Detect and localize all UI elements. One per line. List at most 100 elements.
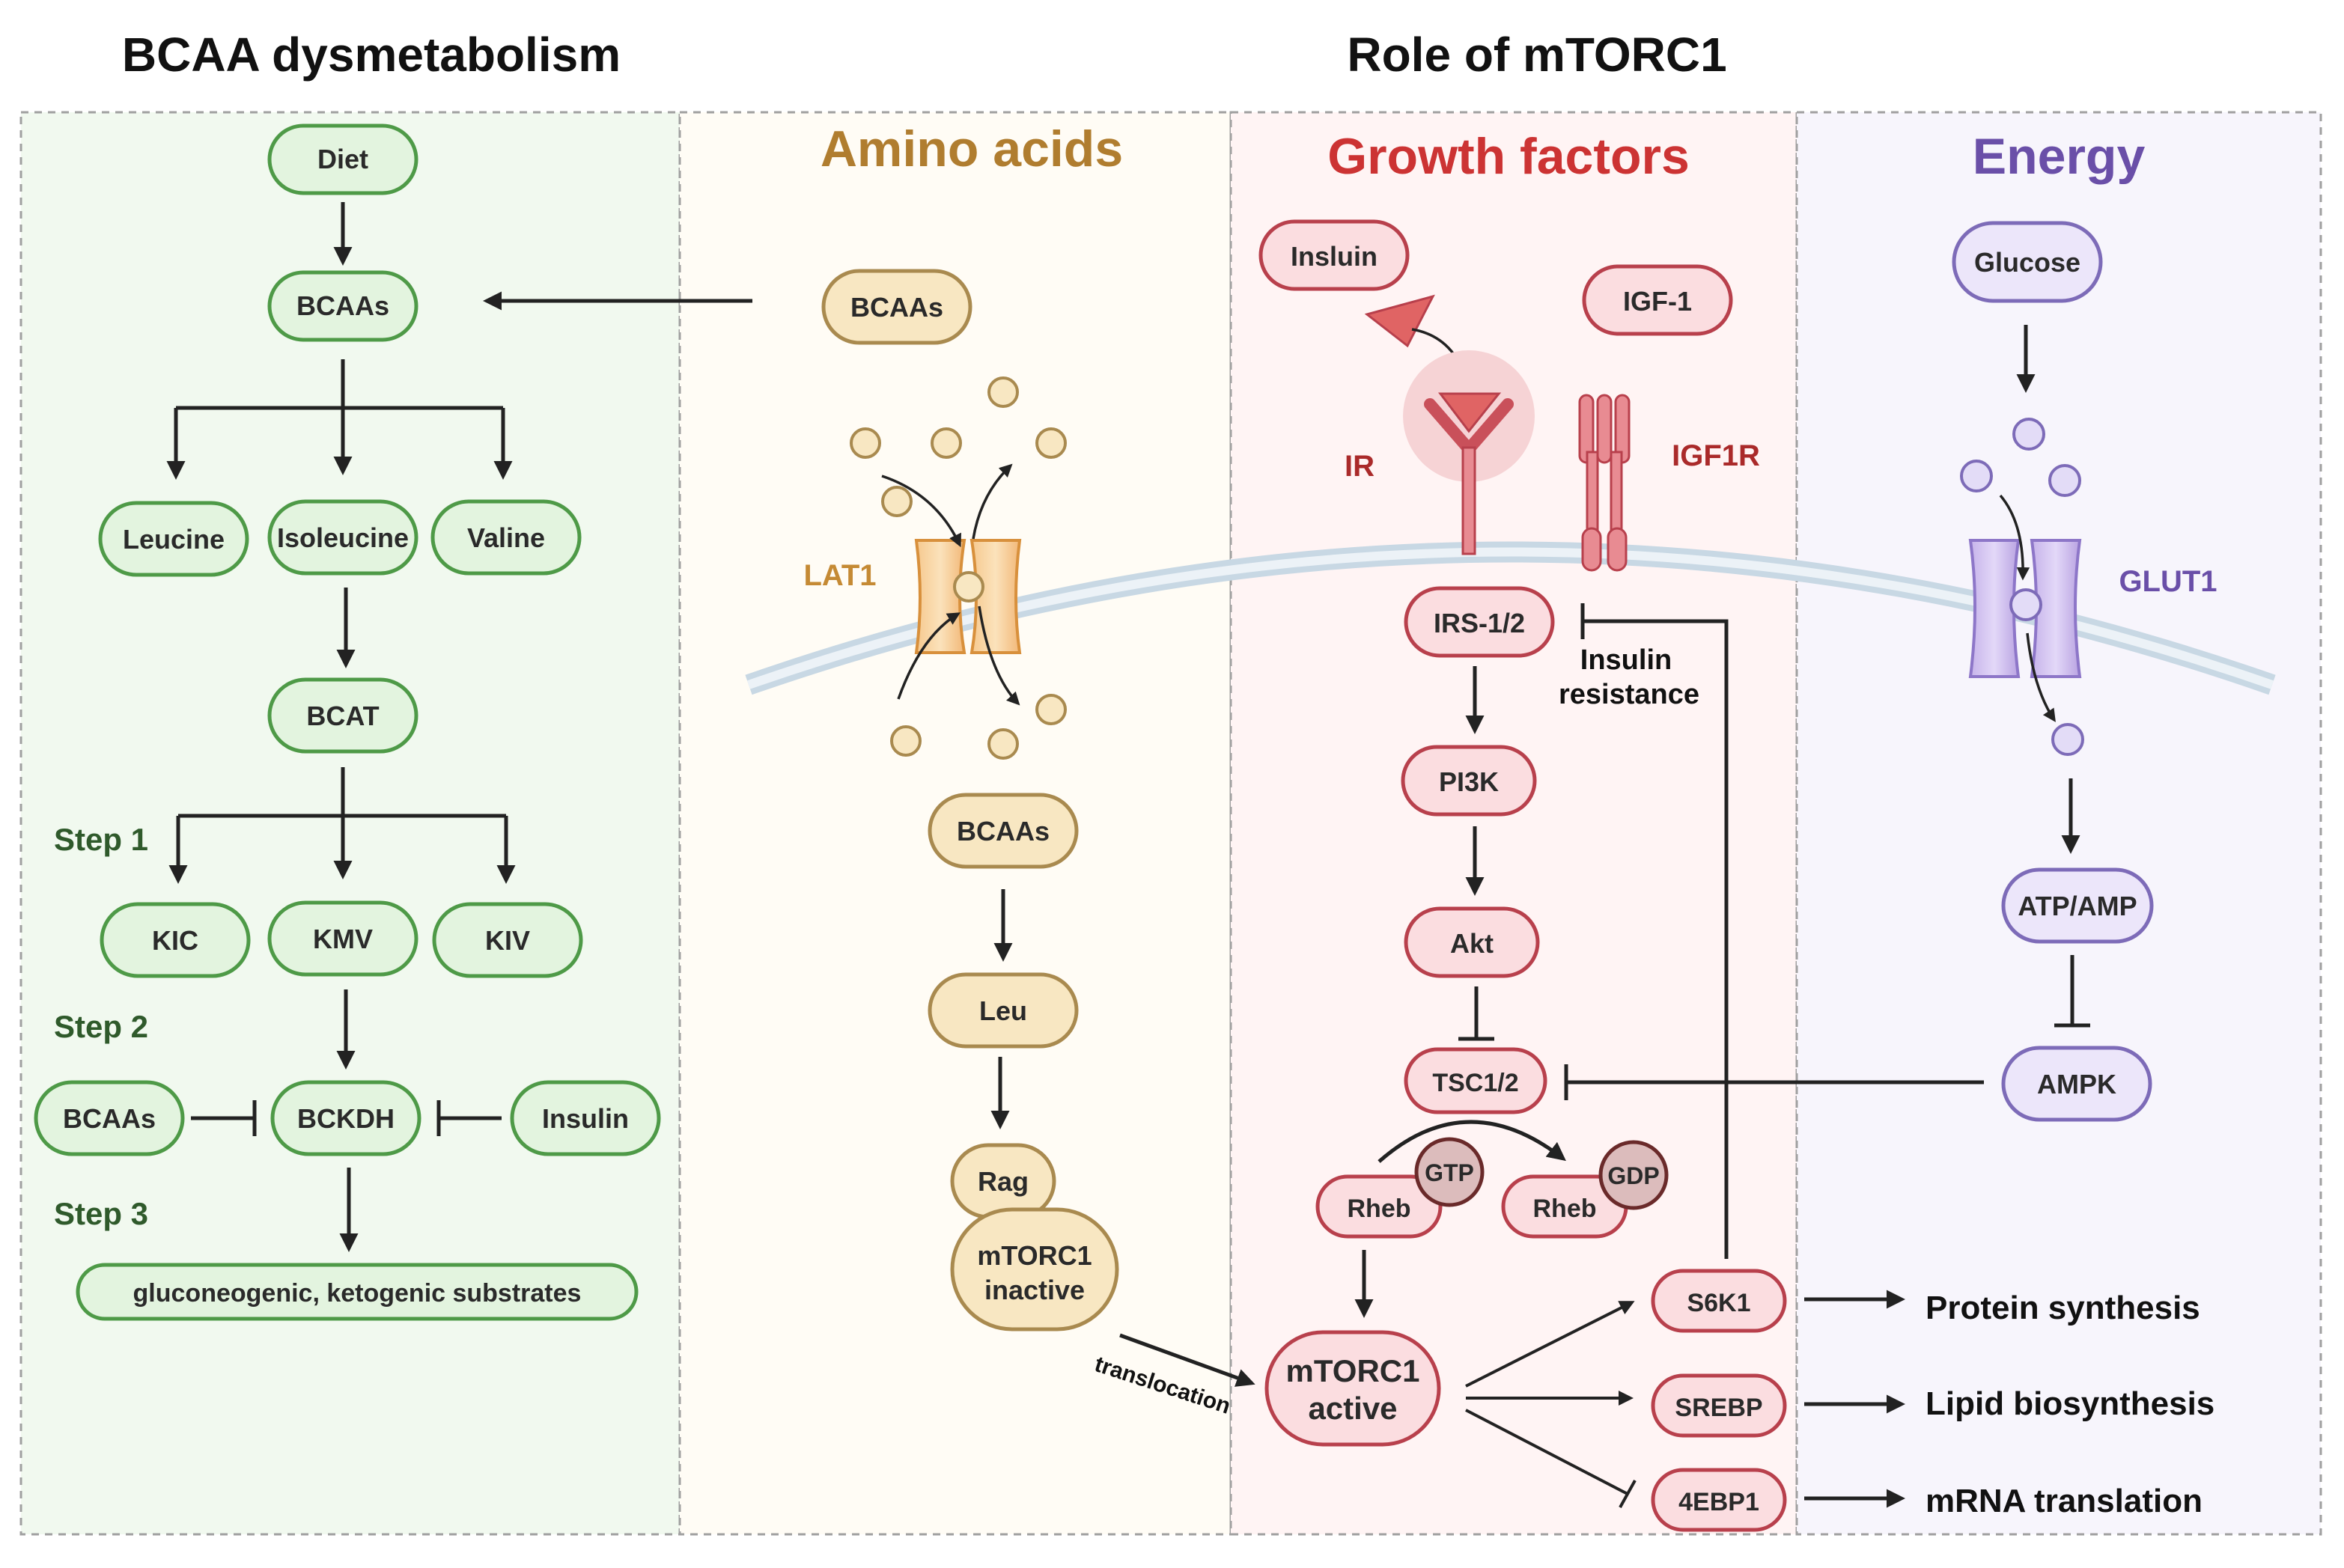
igf1r-receptor-icon [1578, 394, 1631, 572]
atp-amp-node [2001, 867, 2154, 944]
bcaa-title: BCAA dysmetabolism [122, 28, 621, 82]
ir-label: IR [1345, 450, 1375, 483]
glut1-right-half [2030, 539, 2082, 678]
igf1r-bar [1607, 527, 1628, 572]
atp-amp-label: ATP/AMP [2018, 891, 2137, 921]
akt-node [1404, 906, 1540, 978]
ir-stem [1461, 446, 1476, 555]
ampk-label: AMPK [2037, 1069, 2116, 1099]
amino-dot [987, 728, 1019, 760]
kmv-node [267, 900, 418, 977]
glucose-dot [1960, 460, 1993, 492]
glut1-in-arrow [1999, 494, 2030, 581]
irs-node [1404, 586, 1555, 658]
insulin-gf-node [1258, 219, 1410, 291]
amino-dot [850, 427, 881, 459]
isoleucine-node [267, 499, 418, 576]
outputs: Protein synthesis Lipid biosynthesis mRN… [1804, 1290, 2214, 1519]
inhibit-bcaas-bckdh [191, 1100, 257, 1136]
igf1r-bar [1581, 527, 1602, 572]
glucose-label: Glucose [1974, 247, 2080, 278]
s6k1-node [1651, 1269, 1787, 1333]
isoleucine-label: Isoleucine [277, 522, 409, 553]
mtorc1-active-node [1264, 1330, 1441, 1447]
kiv-node [432, 902, 583, 978]
arrow-translocation [1119, 1333, 1255, 1387]
amino-acids-header: Amino acids [821, 121, 1123, 177]
valine-label: Valine [467, 522, 545, 553]
bcat-label: BCAT [306, 701, 379, 731]
branch-bcaas [176, 359, 503, 410]
amino-dot [987, 376, 1019, 408]
amino-dot [931, 427, 962, 459]
glut1-out-arrow [2026, 632, 2056, 722]
gdp-badge [1598, 1140, 1669, 1210]
bcat-node [267, 677, 418, 754]
gtp-label: GTP [1425, 1159, 1474, 1186]
mtorc1-active-line1: mTORC1 [1286, 1353, 1420, 1388]
arrow-mtorc1-s6k1 [1465, 1301, 1635, 1388]
bcaas-inhib-node [34, 1080, 185, 1156]
tsc-node [1404, 1047, 1547, 1114]
lat1-transporter [881, 463, 1022, 706]
mtorc1-inactive-line2: inactive [984, 1275, 1085, 1305]
rheb1-label: Rheb [1348, 1195, 1411, 1223]
gtp-badge [1414, 1137, 1485, 1207]
lat1-down-arrow [978, 605, 1020, 706]
energy-header: Energy [1973, 128, 2146, 185]
insulin-label: Insulin [542, 1103, 629, 1134]
s6k1-label: S6K1 [1687, 1289, 1750, 1317]
igf1-label: IGF-1 [1623, 286, 1692, 317]
insulin-resistance-line1: Insulin [1580, 644, 1672, 676]
glucose-node [1952, 221, 2103, 303]
bcaas-inhib-label: BCAAs [63, 1103, 156, 1134]
insulin-ligand-icon [1364, 294, 1435, 348]
amino-dot [890, 725, 922, 757]
glucose-dots [1960, 418, 2084, 756]
lat1-bound-aa [953, 571, 984, 603]
growth-factors-header: Growth factors [1327, 128, 1690, 185]
rag-label: Rag [978, 1166, 1029, 1197]
4ebp1-label: 4EBP1 [1678, 1488, 1759, 1516]
inhibit-ampk-tsc [1564, 1064, 1984, 1100]
step3-label: Step 3 [54, 1196, 148, 1231]
kic-label: KIC [152, 925, 198, 956]
lipid-biosynthesis-label: Lipid biosynthesis [1926, 1385, 2214, 1422]
inhibit-mtorc1-4ebp1 [1465, 1409, 1637, 1508]
glucose-dot [2048, 464, 2081, 497]
bcaas-inside-node [928, 793, 1079, 869]
igf1r-bar [1596, 394, 1613, 464]
leu-node [928, 972, 1079, 1049]
growth-flow: Insluin IGF-1 IR IGF1R IRS-1/2 Insulin r… [1258, 219, 1787, 1532]
srebp-node [1651, 1373, 1787, 1438]
amino-flow: BCAAs LAT1 BCAAs Leu [803, 269, 1255, 1419]
amino-dot [1035, 427, 1067, 459]
substrates-node [76, 1263, 639, 1321]
igf1-node [1582, 264, 1733, 336]
insulin-resistance-line2: resistance [1559, 679, 1699, 710]
glucose-dot [2051, 723, 2084, 756]
pi3k-node [1401, 745, 1537, 817]
diet-label: Diet [317, 144, 368, 174]
amino-acid-dots [850, 376, 1067, 760]
inhibit-akt-tsc [1458, 986, 1494, 1041]
rheb1-node [1315, 1174, 1443, 1239]
glut1-label: GLUT1 [2119, 565, 2217, 598]
4ebp1-node [1651, 1468, 1787, 1532]
protein-synthesis-label: Protein synthesis [1926, 1290, 2200, 1326]
feedback-s6k1-irs [1580, 603, 1729, 1259]
bcaas-top-label: BCAAs [850, 292, 943, 323]
inhibit-insulin-bckdh [436, 1100, 502, 1136]
amino-dot [881, 486, 913, 517]
diet-node [267, 123, 418, 195]
glucose-dot [2012, 418, 2045, 451]
bckdh-label: BCKDH [297, 1103, 395, 1134]
insulin-gf-label: Insluin [1291, 241, 1378, 272]
bcaas-label: BCAAs [296, 290, 389, 321]
bckdh-node [270, 1080, 421, 1156]
leucine-label: Leucine [123, 524, 225, 555]
rheb2-label: Rheb [1533, 1195, 1597, 1223]
bcaas-inside-label: BCAAs [957, 816, 1050, 846]
pi3k-label: PI3K [1439, 766, 1499, 797]
glut1-left-half [1968, 539, 2021, 678]
